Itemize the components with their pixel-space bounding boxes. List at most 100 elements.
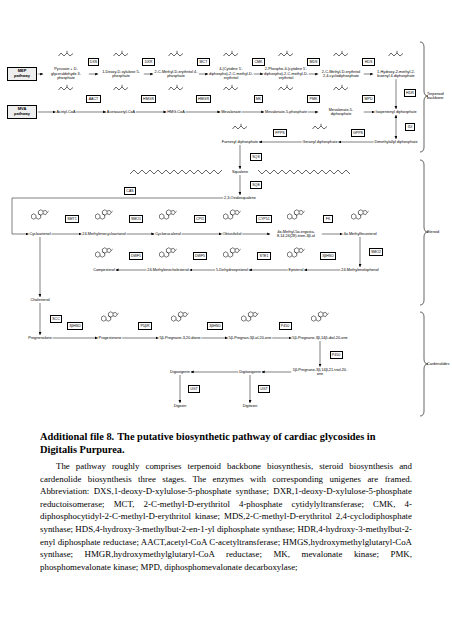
compound-label: Digoxin [174, 404, 187, 408]
pathway-box: MVA pathway [7, 105, 37, 118]
molecule-sketch [169, 51, 184, 56]
node-text: MCT [200, 60, 208, 64]
reaction-arrow [199, 74, 208, 75]
node-text: P450 [281, 324, 289, 328]
compound-label: 2-Phospho-4-(cytidine 5'-diphospho)-2-C-… [264, 67, 308, 80]
enzyme-box: HDR [404, 89, 416, 96]
node-text: 2,3-Oxidosqualene [224, 196, 256, 200]
node-text: 5β-Pregnan-3β-ol-20-one [229, 336, 272, 340]
molecule-sketch [279, 85, 294, 90]
node-text: SQE [252, 183, 260, 187]
node-text: 5β-Pregnane-3β,14β-diol-20-one [292, 336, 347, 340]
compound-label: Acetoacetyl-CoA [107, 110, 135, 114]
node-text: DWF1 [131, 254, 141, 258]
node-text: MDS [310, 60, 318, 64]
enzyme-box: 3βHSD [207, 322, 223, 329]
enzyme-box: DWF5 [193, 252, 208, 259]
stage-bracket [420, 160, 428, 305]
reaction-arrow [259, 141, 302, 142]
compound-label: HMG-CoA [167, 110, 185, 114]
molecule-sketch [334, 51, 349, 56]
node-text: Acetyl-CoA [57, 110, 76, 114]
compound-label: 5β-Pregnane-3β,14β-diol-20-one [292, 336, 347, 340]
compound-label: 5β-Pregnan-3β-ol-20-one [229, 336, 272, 340]
node-text: 24-Methylenecholesterol [147, 268, 188, 272]
compound-label: 24-Methylenelophenol [341, 268, 378, 272]
steroid-sketch [159, 248, 176, 257]
node-text: Episterol [289, 268, 304, 272]
node-text: PMK [310, 97, 318, 101]
enzyme-box: 3βHSD [320, 252, 336, 259]
compound-label: 2-C-Methyl-D-erythritol 2,4-cyclodiphosp… [319, 70, 363, 79]
compound-label: 2,3-Oxidosqualene [224, 196, 256, 200]
node-text: MPD [365, 97, 373, 101]
node-text: DWF5 [195, 254, 205, 258]
compound-label: Episterol [289, 268, 304, 272]
compound-label: Mevalonate-5-diphosphate [319, 108, 363, 117]
node-text: HDR [406, 91, 414, 95]
steroid-sketch [101, 312, 118, 321]
node-text: HMG-CoA [167, 110, 185, 114]
reaction-arrow [309, 74, 318, 75]
enzyme-box: MDS [307, 58, 320, 65]
enzyme-box: FPPS [273, 129, 287, 136]
node-text: 2-C-Methyl-D-erythritol 2,4-cyclodiphosp… [319, 70, 363, 79]
node-text: Dimethylallyl diphosphate [374, 140, 417, 144]
node-text: 2-Phospho-4-(cytidine 5'-diphospho)-2-C-… [264, 67, 308, 80]
molecule-sketch [59, 85, 74, 90]
molecule-sketch [224, 51, 239, 56]
reaction-arrow [242, 111, 265, 112]
node-text: CMK [255, 60, 263, 64]
enzyme-box: P450 [330, 351, 343, 358]
enzyme-box: PMK [307, 95, 319, 102]
node-text: SMO1 [131, 217, 141, 221]
steroid-sketch [95, 210, 112, 219]
reaction-arrow [186, 111, 221, 112]
reaction-arrow [126, 233, 154, 234]
node-text: Digitoxigenin [239, 370, 261, 374]
enzyme-box: CAS [124, 187, 136, 194]
compound-label: Acetyl-CoA [57, 110, 76, 114]
steroid-sketch [311, 312, 328, 321]
node-text: GPPS [353, 131, 363, 135]
steroid-sketch [287, 248, 304, 257]
reaction-arrow [191, 371, 239, 372]
reaction-arrow [262, 371, 292, 372]
compound-label: 5β-Pregnane-3,20-dione [159, 336, 200, 340]
enzyme-box: HDS [362, 58, 374, 65]
reaction-arrow [250, 375, 251, 403]
compound-label: Pyruvate + D-glyceraldehyde 3-phosphate [44, 67, 88, 80]
node-text: Obtusifoliol [223, 232, 242, 236]
reaction-arrow [201, 337, 227, 338]
compound-label: Geranyl diphosphate [302, 140, 337, 144]
reaction-arrow [322, 233, 343, 234]
compound-label: 5β-Pregnane-3β,14β,21-triol-20-one [292, 368, 348, 377]
node-text: 5-Dehydroepisterol [216, 268, 248, 272]
node-text: Mevalonate [221, 110, 241, 114]
node-text: 3βHSD [322, 254, 334, 258]
node-text: 4-(Cytidine 5'-diphospho)-2-C-methyl-D-e… [209, 67, 253, 80]
node-text: P5βR [140, 324, 149, 328]
stage-bracket [420, 42, 428, 152]
enzyme-box: SCC [50, 315, 62, 322]
node-text: CAS [126, 189, 133, 193]
reaction-arrow [51, 233, 81, 234]
compound-label: Farnesyl diphosphate [222, 140, 258, 144]
enzyme-box: MK [254, 95, 264, 102]
node-text: 5β-Pregnane-3β,14β,21-triol-20-one [292, 368, 348, 377]
compound-label: Cholesterol [30, 298, 49, 302]
enzyme-box: CYP51 [256, 215, 272, 222]
enzyme-box: P5βR [138, 322, 152, 329]
molecule-sketch [279, 51, 294, 56]
compound-label: Cycloartenol [29, 232, 50, 236]
node-text: FK [326, 217, 331, 221]
enzyme-box: AACT [86, 95, 100, 102]
molecule-sketch [114, 51, 129, 56]
node-text: Pyruvate + D-glyceraldehyde 3-phosphate [44, 67, 88, 80]
enzyme-box: CPI1 [194, 215, 207, 222]
node-text: Mevalonate-5-phosphate [265, 110, 307, 114]
node-text: HMGR [198, 97, 209, 101]
molecule-sketch [31, 51, 403, 321]
reaction-arrow [308, 112, 318, 113]
node-text: 24-Methylenelophenol [341, 268, 378, 272]
